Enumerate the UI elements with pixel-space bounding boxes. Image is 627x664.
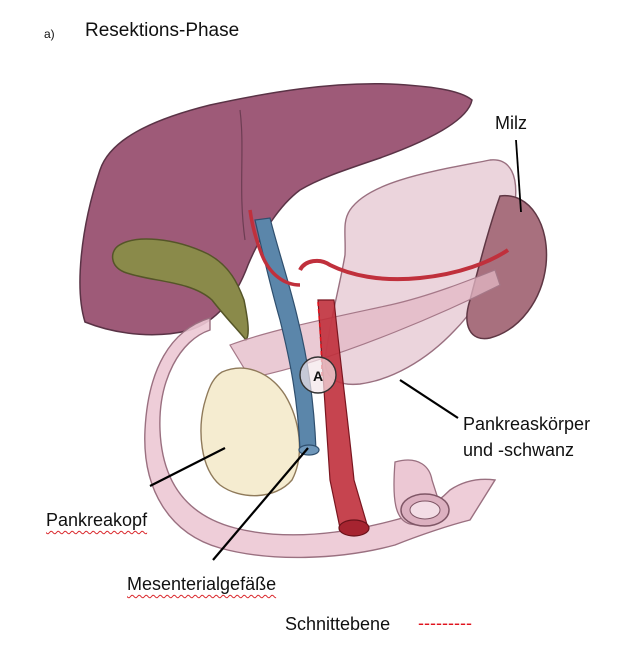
label-pancreas-head: Pankreakopf: [46, 510, 148, 530]
legend-cut-line: ---------: [418, 613, 472, 633]
page-title: Resektions-Phase: [85, 20, 240, 41]
leader-pancreas-body: [399, 379, 459, 419]
splenic-artery: [298, 248, 510, 282]
label-mesenteric-vessels: Mesenterialgefäße: [127, 574, 277, 594]
aorta-end: [338, 519, 370, 537]
hepatic-artery: [248, 209, 301, 287]
marker-a-label: A: [313, 368, 323, 384]
label-pancreas-body-line2: und -schwanz: [463, 440, 575, 460]
pancreas-head: [200, 367, 301, 497]
leader-pancreas-head: [149, 447, 226, 487]
marker-a-circle: [299, 356, 337, 394]
jejunum: [393, 459, 450, 527]
duodenum: [144, 317, 497, 559]
spleen: [466, 195, 548, 340]
leader-milz: [515, 139, 522, 213]
leader-mesenteric: [212, 447, 309, 561]
label-spleen: Milz: [495, 113, 527, 133]
label-pancreas-body-line1: Pankreaskörper: [463, 414, 591, 434]
legend-label: Schnittebene: [285, 614, 391, 634]
panel-letter: a): [44, 27, 55, 41]
